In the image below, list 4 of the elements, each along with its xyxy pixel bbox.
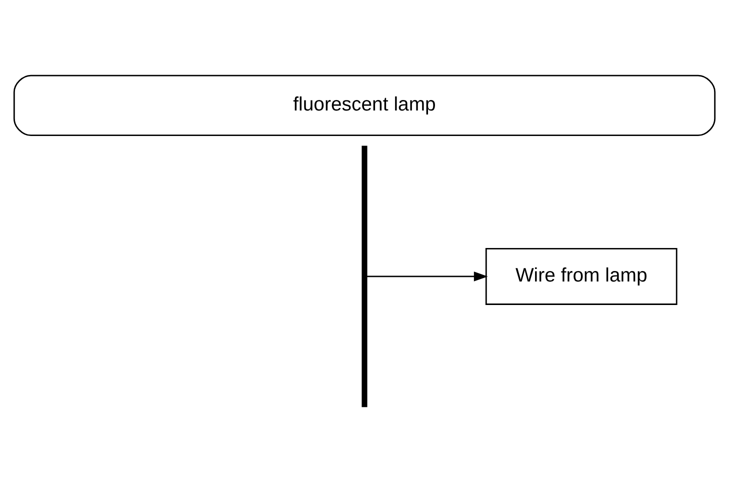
node-bar xyxy=(362,145,368,407)
node-box: fluorescent lamp xyxy=(13,74,716,136)
node-box: Wire from lamp xyxy=(485,247,678,304)
arrow xyxy=(366,271,488,281)
